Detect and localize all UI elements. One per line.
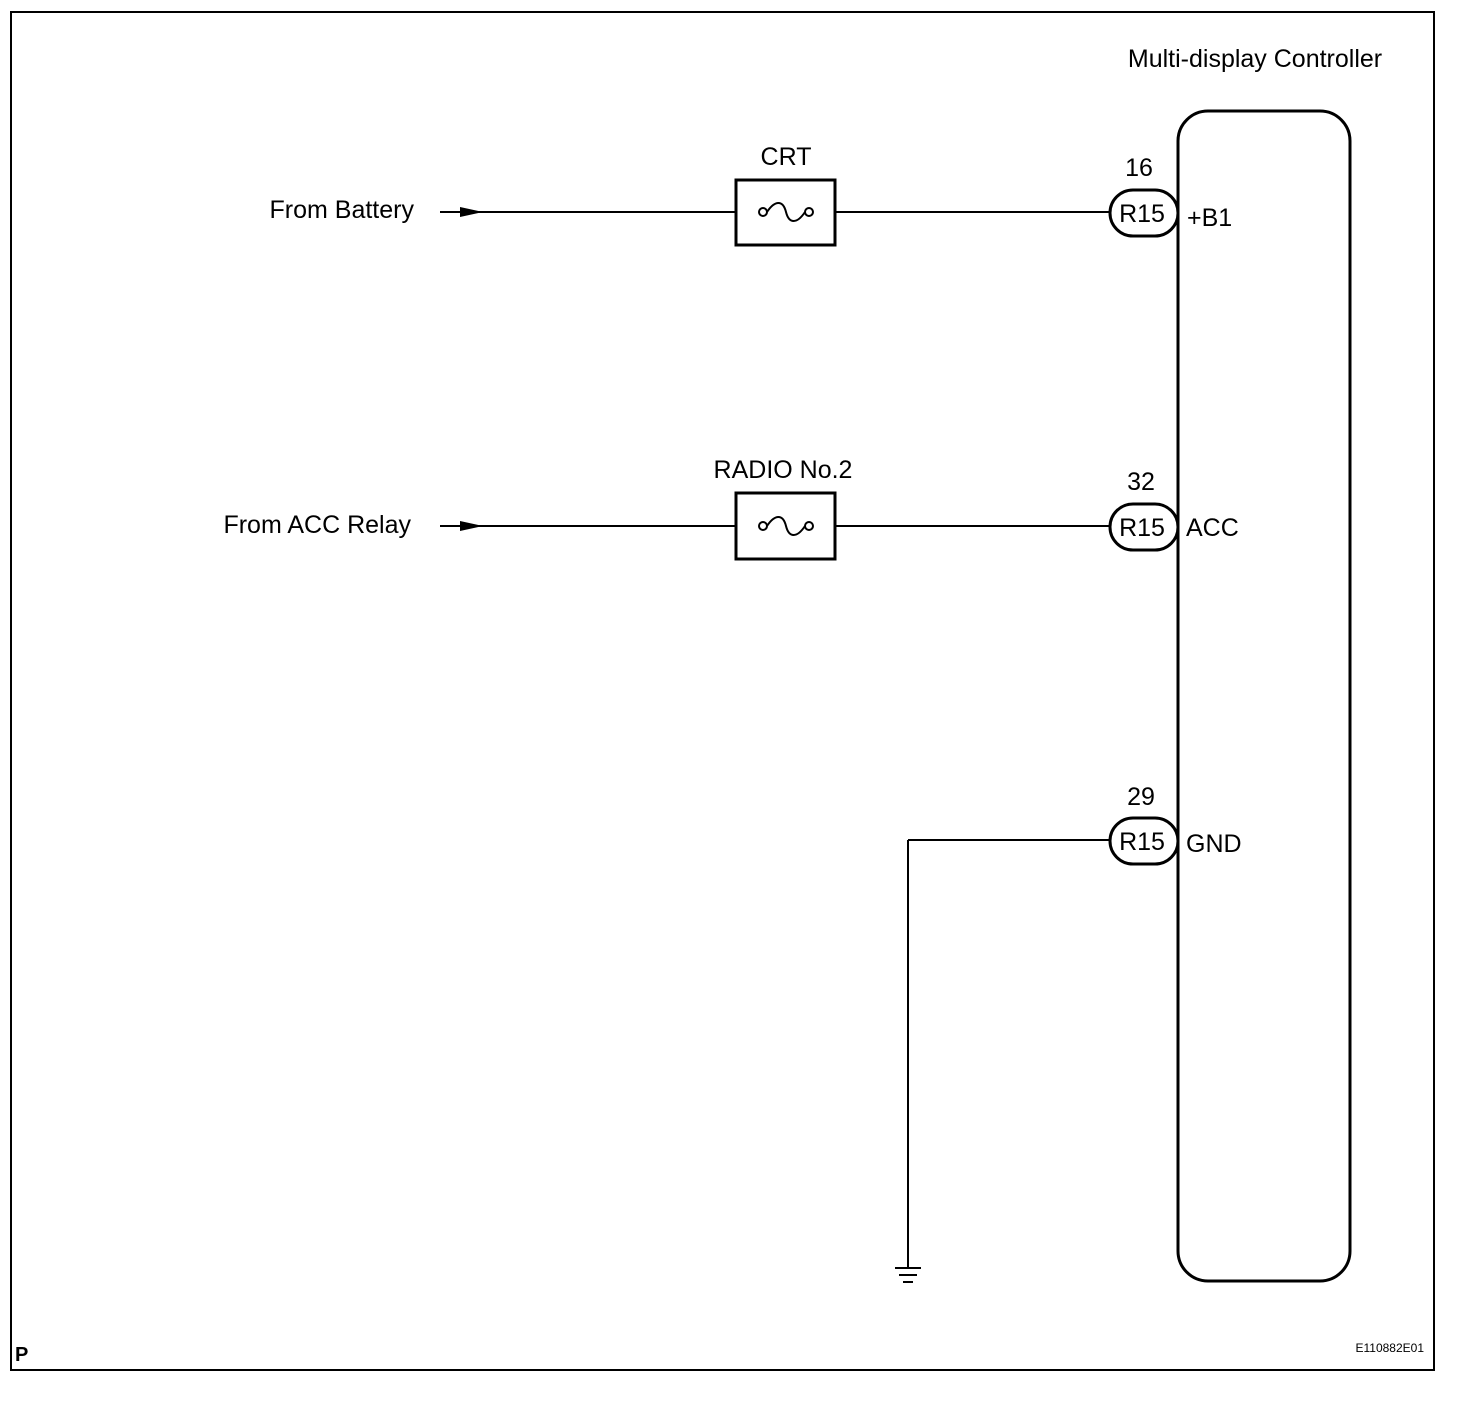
connector-badge	[1108, 816, 1180, 866]
connector-badge	[1108, 502, 1180, 552]
fuse-icon	[734, 491, 837, 561]
connector-label: R15	[1119, 828, 1165, 856]
connector-label: R15	[1119, 514, 1165, 542]
source-label-battery: From Battery	[270, 196, 415, 224]
fuse-icon	[734, 178, 837, 247]
pin-number: 16	[1125, 154, 1153, 182]
connector-label: R15	[1119, 200, 1165, 228]
ground-icon	[895, 1267, 921, 1283]
fuse-label-crt: CRT	[761, 143, 812, 171]
figure-id: E110882E01	[1355, 1341, 1424, 1355]
controller-title: Multi-display Controller	[1128, 45, 1382, 73]
pin-number: 29	[1127, 783, 1155, 811]
fuse-label-radio: RADIO No.2	[714, 456, 853, 484]
connector-badge	[1108, 188, 1180, 238]
pin-number: 32	[1127, 468, 1155, 496]
terminal-label: GND	[1186, 830, 1242, 858]
source-label-acc-relay: From ACC Relay	[223, 511, 411, 539]
corner-mark: P	[15, 1344, 28, 1366]
diagram-frame	[10, 11, 1435, 1371]
controller-body	[1176, 109, 1352, 1283]
terminal-label: +B1	[1187, 204, 1232, 232]
terminal-label: ACC	[1186, 514, 1239, 542]
